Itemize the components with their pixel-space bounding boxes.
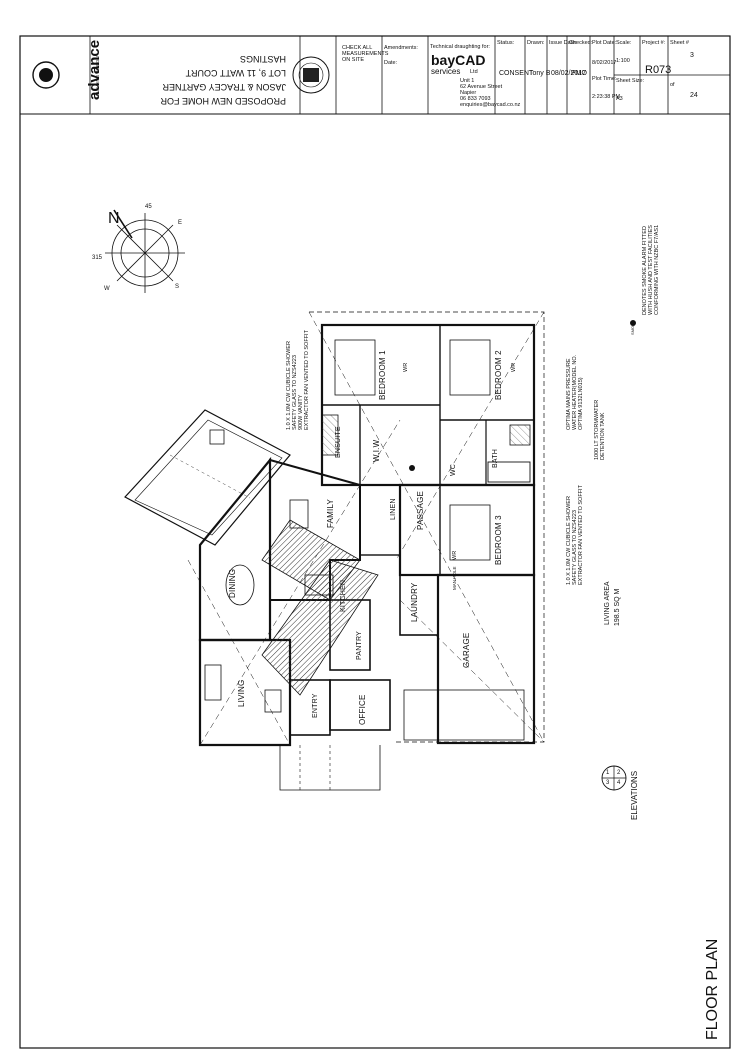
plot-time-label: Plot Time: [592,76,617,82]
compass-south: S [175,284,180,290]
seal-stamp [292,56,330,94]
scale-label: Scale: [616,40,632,46]
sheet-border [19,35,731,1049]
kitchen-floor-hatch [261,559,379,696]
room-entry: ENTRY [312,693,319,718]
compass-west: W [104,286,110,292]
room-pantry: PANTRY [356,631,363,660]
elevation-mark-2: 2 [617,770,621,776]
room-kitchen: KITCHEN [340,579,347,612]
elevation-marker [601,765,627,791]
logo-tagline: BUILDING DESIGN [95,56,100,96]
status-value: CONSENT [499,70,534,77]
room-laundry: LAUNDRY [410,582,419,623]
room-family: FAMILY [326,498,335,528]
room-wc: WC [450,463,457,476]
smoke-tag: SMOKE [630,320,635,335]
bathtub [487,461,531,483]
smoke-symbol [630,320,636,326]
bath-shower [509,424,531,446]
stormwater-note-2: DETENTION TANK [600,412,606,460]
room-manhole: MAN HOLE [452,566,457,590]
plot-time-value: 2:23:38 PM [592,94,621,100]
project-line-2: JASON & TRACEY GARTNER [162,82,286,92]
checked-value: PMO [571,70,587,77]
room-bedroom1: BEDROOM 1 [378,350,387,400]
compass-angle-a: 45 [145,204,152,210]
drawing-title: FLOOR PLAN [704,938,721,1040]
room-dining: DINING [228,568,237,598]
of-value: 24 [690,92,698,99]
of-label: of [670,82,675,88]
compass-rose [105,209,185,293]
living-area-value: 198.5 SQ M [614,588,621,626]
elevation-mark-4: 4 [617,780,621,786]
room-living: LIVING [237,679,246,707]
address-line-1: Unit 1 [460,78,475,84]
sheet-size-label: Sheet Size: [616,78,645,84]
room-office: OFFICE [358,694,367,725]
furniture [204,339,491,713]
room-bedroom3: BEDROOM 3 [494,515,503,565]
company-ltd: Ltd [470,69,478,75]
ensuite-shower [321,414,339,456]
shower-note-top-4: EXTRACTOR FAN VENTED TO SOFFIT [304,330,310,430]
room-wiw: W.I.W [372,439,381,462]
project-line-1: PROPOSED NEW HOME FOR [160,96,286,106]
elevation-mark-3: 3 [606,780,610,786]
room-garage: GARAGE [462,632,471,668]
address-line-4: 06 833 7093 [460,96,491,102]
date-label: Date: [384,60,398,66]
room-bath: BATH [492,449,499,468]
status-label: Status: [497,40,515,46]
floor-plan [124,311,545,791]
room-wr1: WR [403,362,409,372]
title-block-grid [89,36,730,114]
elevations-label: ELEVATIONS [630,770,639,820]
address-line-3: Napier [460,90,477,96]
checked-label: Checked: [569,40,593,46]
drafting-label: Technical draughting for: [430,44,490,50]
room-bedroom2: BEDROOM 2 [494,350,503,400]
logo-mark [32,61,60,89]
smoke-note-3: CONFORMING WITH NZBC F7/AS1 [654,224,660,315]
address-line-2: 62 Avenue Street [460,84,503,90]
shower-note-bottom-3: EXTRACTOR FAN VENTED TO SOFFIT [578,485,584,585]
plot-date-value: 8/02/2017 [592,60,617,66]
living-area-label: LIVING AREA [604,581,611,625]
project-label: Project #: [642,40,666,46]
sheet-size-value: A3 [616,96,623,102]
drawn-value: Tony B [529,70,551,77]
room-linen: LINEN [390,498,397,520]
compass-east: E [178,220,183,226]
room-wr2: WR [511,362,517,372]
compass-angle-b: 315 [92,255,103,261]
room-wr3: WR [452,550,458,560]
compass-north: N [108,210,120,227]
company-sub: services [431,67,461,76]
check-note: CHECK ALL MEASUREMENTS ON SITE [342,45,389,63]
project-line-3: LOT 9, 11 WATT COURT [185,68,286,78]
room-ensuite: ENSUITE [335,426,342,458]
plot-date-label: Plot Date: [592,40,617,46]
room-passage: PASSAGE [416,490,425,530]
family-floor-hatch [261,519,361,601]
sheet-label: Sheet # [670,40,689,46]
drawn-label: Drawn: [527,40,545,46]
sheet-value: 3 [690,52,694,59]
hot-water-note-3: OPTIMA 9132LN015) [578,377,584,430]
address-line-5: enquiries@baycad.co.nz [460,102,521,108]
elevation-mark-1: 1 [606,770,610,776]
issue-label: Issue Date: [549,40,577,46]
company-name: bayCAD [431,52,486,68]
project-line-4: HASTINGS [239,54,286,64]
project-value: R073 [645,64,672,76]
issue-value: 08/02/2017 [551,70,587,77]
scale-value: 1:100 [616,58,630,64]
amendments-label: Amendments: [384,45,418,51]
